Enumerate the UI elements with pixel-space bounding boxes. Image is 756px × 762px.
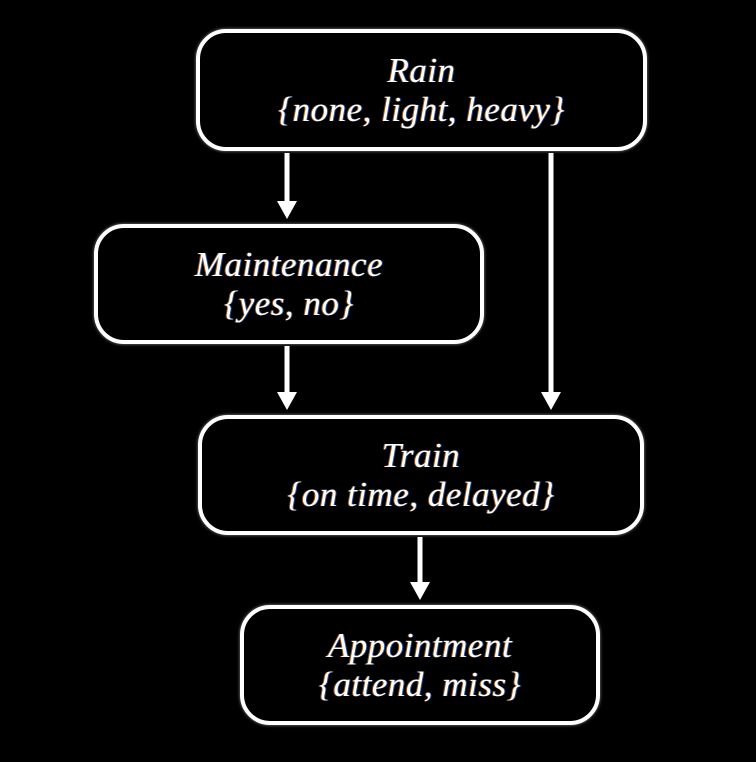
node-appointment-title: Appointment	[327, 625, 513, 665]
node-train-title: Train	[381, 435, 461, 475]
arrowhead-icon	[277, 392, 297, 410]
node-rain[interactable]: Rain {none, light, heavy}	[196, 29, 647, 151]
node-rain-values: {none, light, heavy}	[278, 90, 565, 129]
node-train-values: {on time, delayed}	[287, 475, 555, 514]
arrowhead-icon	[277, 201, 297, 219]
node-maintenance-title: Maintenance	[194, 244, 384, 284]
arrowhead-icon	[410, 582, 430, 600]
node-maintenance[interactable]: Maintenance {yes, no}	[94, 224, 484, 344]
node-train[interactable]: Train {on time, delayed}	[198, 415, 644, 535]
node-appointment[interactable]: Appointment {attend, miss}	[240, 605, 600, 725]
node-rain-title: Rain	[387, 50, 456, 90]
arrowhead-icon	[541, 392, 561, 410]
node-maintenance-values: {yes, no}	[224, 284, 354, 323]
node-appointment-values: {attend, miss}	[318, 665, 522, 704]
